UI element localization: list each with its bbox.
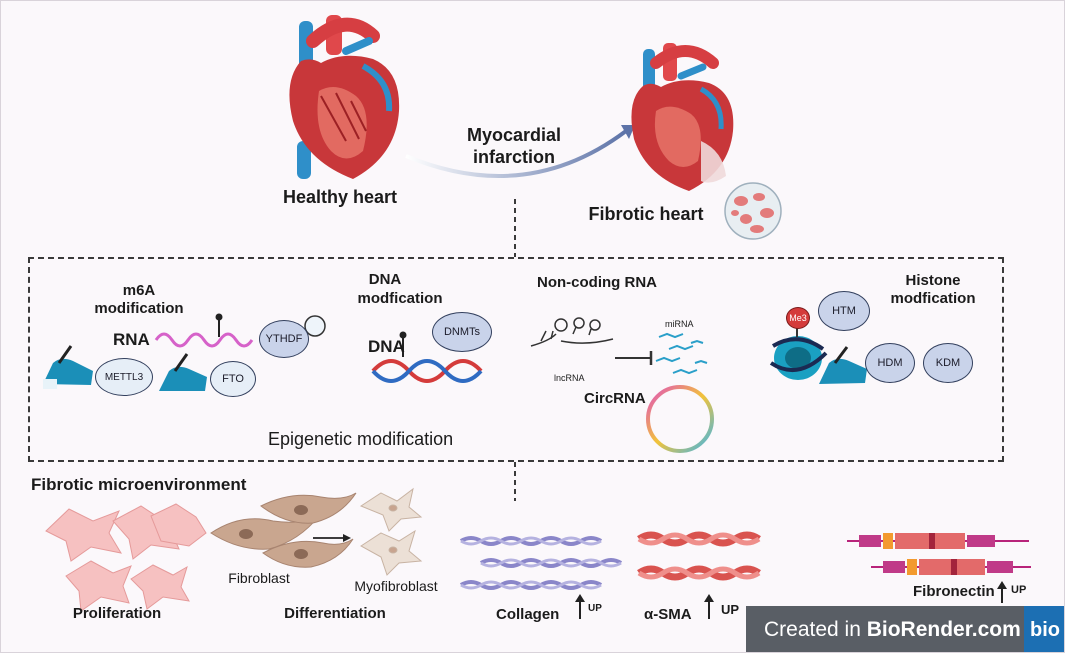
mirna-fragments xyxy=(655,332,708,375)
asma-filaments xyxy=(637,531,761,581)
proliferation-label: Proliferation xyxy=(72,605,162,622)
m6a-label-line2: modification xyxy=(94,300,184,317)
fibroblast-cells xyxy=(210,492,357,568)
circrna-ring xyxy=(646,385,714,453)
fibronectin-label: Fibronectin xyxy=(913,583,995,600)
hdm-node: HDM xyxy=(865,343,915,383)
healthy-heart-illustration xyxy=(289,15,400,179)
asma-up-arrow xyxy=(704,594,714,619)
collagen-fibers xyxy=(459,536,623,590)
transition-label-line2: infarction xyxy=(472,147,556,167)
badge-text: Created in BioRender.com xyxy=(764,618,1021,642)
inhibition-arrow xyxy=(615,351,653,365)
collagen-label: Collagen xyxy=(496,606,560,623)
biorender-logo-icon: bio xyxy=(1024,606,1064,652)
differentiation-arrow xyxy=(313,534,351,542)
fibrotic-heart-illustration xyxy=(631,43,734,191)
nucleosome-icon xyxy=(769,326,828,380)
dna-mod-label-line2: modfication xyxy=(357,290,443,307)
transition-label-line1: Myocardial xyxy=(466,125,562,145)
dnmts-node: DNMTs xyxy=(432,312,492,352)
epigenetic-title: Epigenetic modification xyxy=(268,429,454,449)
asma-up-label: UP xyxy=(721,602,740,617)
histone-label-line1: Histone xyxy=(905,272,961,289)
epigenetic-box xyxy=(28,257,1004,462)
writer-hand-icon xyxy=(819,346,867,384)
fibrotic-tissue-patch xyxy=(724,182,782,240)
collagen-up-arrow xyxy=(575,594,585,619)
me3-mark: Me3 xyxy=(786,307,810,329)
proliferation-cells xyxy=(45,503,207,612)
micro-title: Fibrotic microenvironment xyxy=(31,475,247,494)
kdm-node: KDM xyxy=(923,343,973,383)
differentiation-label: Differentiation xyxy=(284,605,386,622)
biorender-badge: Created in BioRender.com bio xyxy=(746,606,1064,652)
mirna-label: miRNA xyxy=(665,319,694,329)
mettl3-node: METTL3 xyxy=(95,358,153,396)
fibronectin-molecules xyxy=(847,533,1031,575)
writer-hand-icon xyxy=(43,345,93,389)
m6a-label-line1: m6A xyxy=(122,282,156,299)
circrna-label: CircRNA xyxy=(584,390,646,407)
fibrotic-heart-label: Fibrotic heart xyxy=(588,204,704,224)
noncoding-rna-title: Non-coding RNA xyxy=(537,274,657,291)
m6a-mark-dot xyxy=(215,313,223,321)
lncrna-structure xyxy=(530,317,614,347)
rna-strand xyxy=(154,332,254,348)
fibroblast-label: Fibroblast xyxy=(228,570,290,586)
htm-node: HTM xyxy=(818,291,870,331)
badge-brand: BioRender.com xyxy=(866,618,1021,641)
myofibroblast-cells xyxy=(359,487,423,576)
histone-label-line2: modfication xyxy=(890,290,976,307)
myocardial-infarction-arrow xyxy=(405,125,635,178)
dna-helix xyxy=(371,331,483,383)
rna-label: RNA xyxy=(113,330,150,349)
collagen-up-label: UP xyxy=(588,603,602,614)
badge-created-in: Created in xyxy=(764,618,867,641)
fibronectin-up-arrow xyxy=(997,581,1007,603)
lncrna-label: lncRNA xyxy=(554,373,585,383)
fto-node: FTO xyxy=(210,361,256,397)
healthy-heart-label: Healthy heart xyxy=(282,187,398,207)
dna-mod-label-line1: DNA xyxy=(368,271,402,288)
asma-label: α-SMA xyxy=(644,606,692,623)
writer-hand-icon xyxy=(159,353,207,391)
dna-label: DNA xyxy=(368,337,405,356)
fibronectin-up-label: UP xyxy=(1011,584,1027,596)
myofibroblast-label: Myofibroblast xyxy=(354,578,438,594)
ythdf-node: YTHDF xyxy=(259,320,309,358)
